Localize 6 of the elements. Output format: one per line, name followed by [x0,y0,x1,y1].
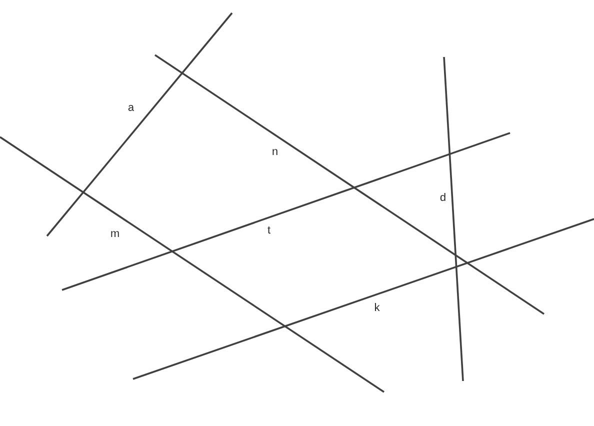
line-label: m [111,231,119,237]
line-label: a [128,105,134,111]
line-label: n [272,149,278,155]
line-label: d [440,192,446,202]
line-label: k [375,303,380,311]
line-label: t [268,226,270,234]
